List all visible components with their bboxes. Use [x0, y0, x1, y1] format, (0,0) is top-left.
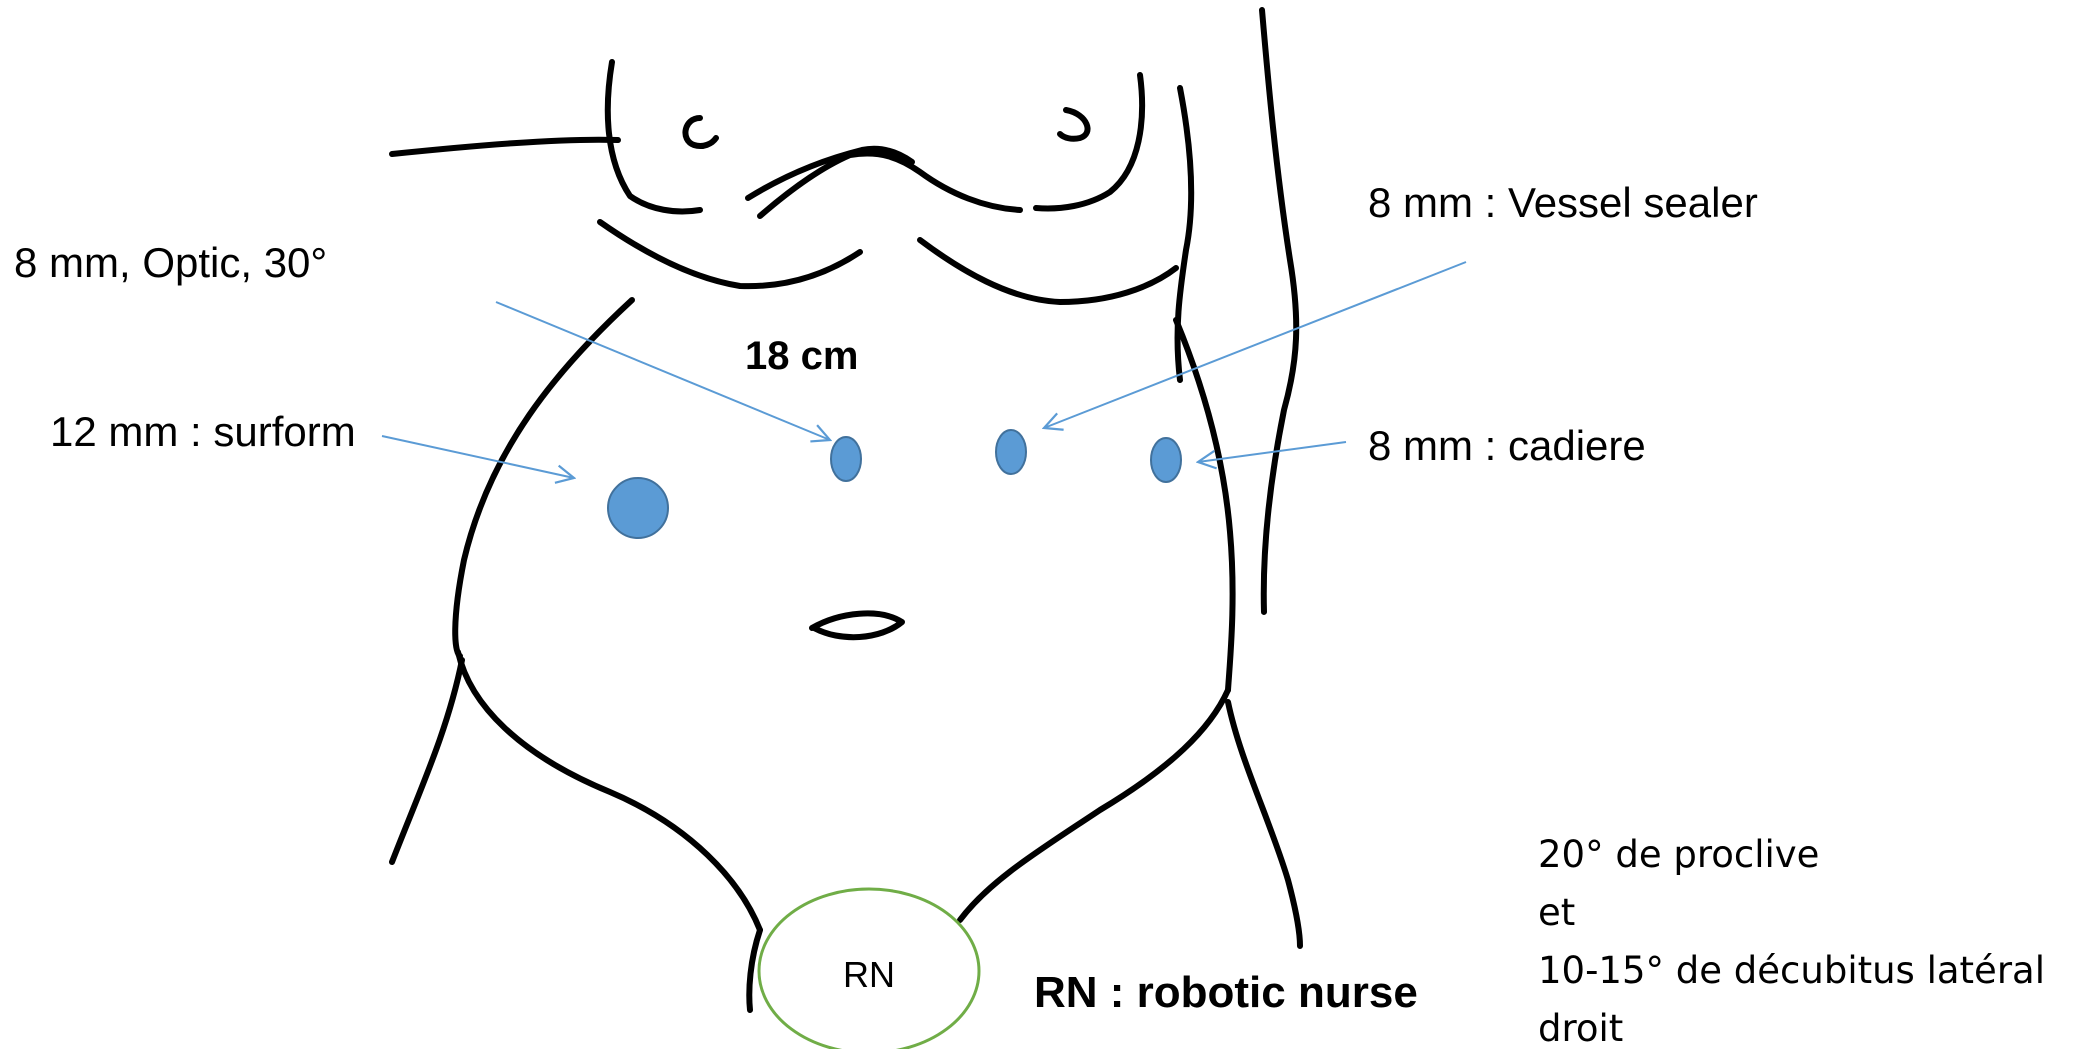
- label-optic-port: 8 mm, Optic, 30°: [14, 242, 327, 284]
- right-nipple: [1060, 110, 1088, 139]
- position-note-line: 20° de proclive: [1538, 826, 2045, 884]
- left-rib-line: [600, 222, 860, 286]
- umbilicus: [812, 613, 902, 637]
- port-8mm-vessel-sealer: [996, 430, 1026, 474]
- right-rib-line: [920, 240, 1176, 302]
- arrow-vessel-sealer: [1044, 262, 1466, 428]
- left-nipple: [685, 118, 716, 146]
- left-waist: [455, 300, 632, 656]
- body-outline: [392, 10, 1300, 1010]
- trocar-ports: [608, 430, 1181, 538]
- port-8mm-optic: [831, 437, 861, 481]
- patient-position-notes: 20° de proclive et 10-15° de décubitus l…: [1538, 826, 2045, 1058]
- right-outer-thigh: [1228, 702, 1300, 946]
- position-note-line: 10-15° de décubitus latéral: [1538, 942, 2045, 1000]
- position-note-line: et: [1538, 884, 2045, 942]
- left-arm-line: [392, 140, 618, 154]
- label-surform-port: 12 mm : surform: [50, 411, 356, 453]
- right-chest-curve: [1036, 75, 1142, 208]
- right-waist: [1176, 320, 1233, 690]
- arrows: [382, 262, 1466, 478]
- label-cadiere-port: 8 mm : cadiere: [1368, 425, 1646, 467]
- label-vessel-sealer-port: 8 mm : Vessel sealer: [1368, 182, 1758, 224]
- position-note-line: droit: [1538, 1000, 2045, 1058]
- left-outer-thigh: [392, 660, 462, 862]
- port-12mm-surform: [608, 478, 668, 538]
- label-rn-legend: RN : robotic nurse: [1034, 971, 1418, 1015]
- port-8mm-cadiere: [1151, 438, 1181, 482]
- label-rn-circle: RN: [838, 957, 900, 993]
- arrow-surform: [382, 436, 574, 478]
- right-arm-line: [1262, 10, 1296, 612]
- label-distance: 18 cm: [745, 336, 858, 376]
- left-lower-abdomen: [458, 652, 760, 930]
- sternal-v-outer: [760, 154, 1020, 216]
- right-lower-abdomen: [960, 690, 1228, 920]
